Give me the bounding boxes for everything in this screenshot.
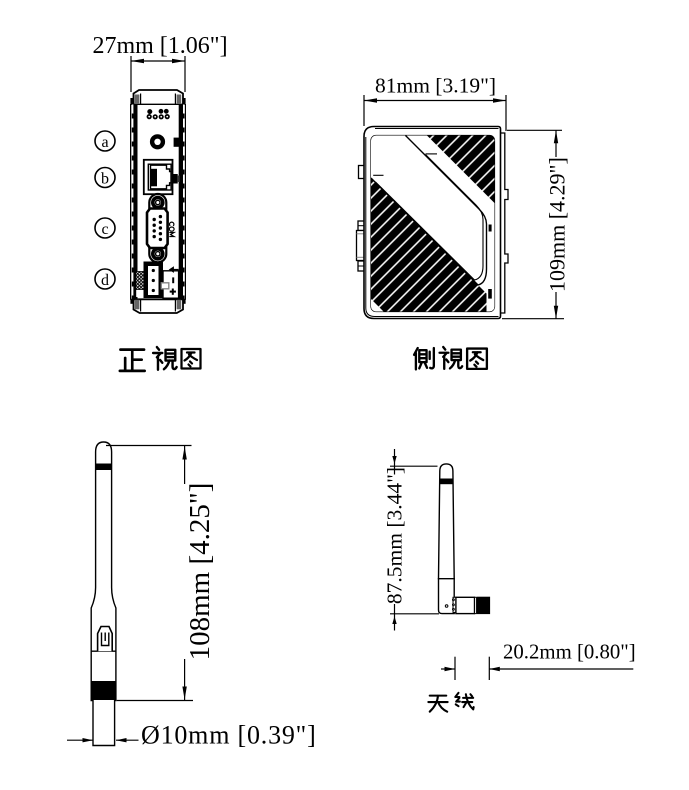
svg-text:Ø10mm [0.39"]: Ø10mm [0.39"] — [141, 721, 317, 750]
svg-text:109mm [4.29"]: 109mm [4.29"] — [545, 157, 570, 292]
svg-text:27mm [1.06"]: 27mm [1.06"] — [92, 33, 227, 59]
svg-text:108mm [4.25"]: 108mm [4.25"] — [184, 483, 216, 661]
svg-text:81mm [3.19"]: 81mm [3.19"] — [375, 73, 496, 97]
svg-text:b: b — [101, 171, 109, 188]
svg-text:d: d — [101, 272, 109, 289]
svg-text:87.5mm [3.44"]: 87.5mm [3.44"] — [383, 467, 407, 604]
svg-text:c: c — [101, 221, 108, 238]
svg-text:a: a — [101, 134, 108, 151]
svg-text:20.2mm [0.80"]: 20.2mm [0.80"] — [503, 641, 636, 664]
